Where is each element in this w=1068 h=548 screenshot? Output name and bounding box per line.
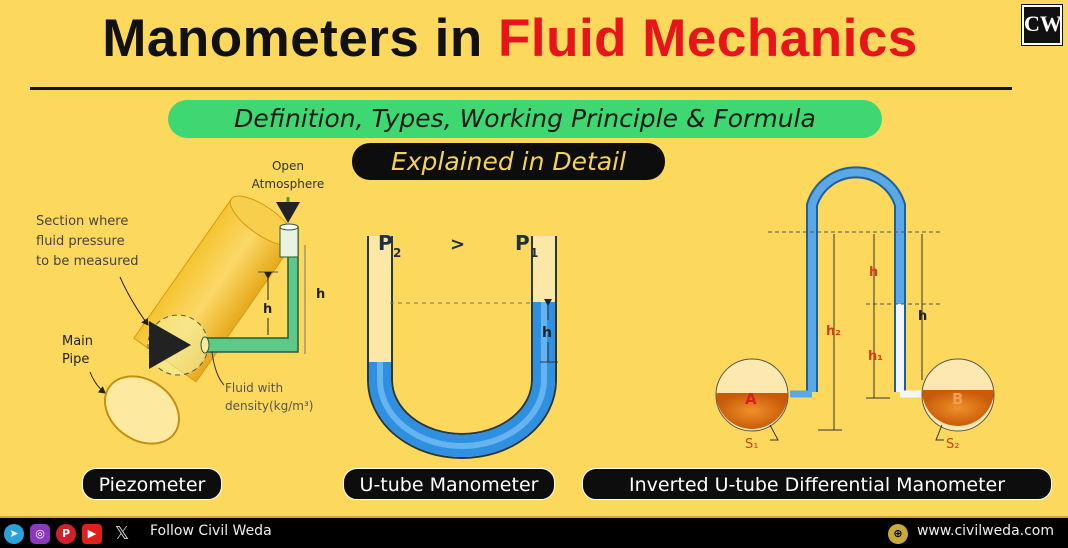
section-label-1: Section where [36,214,128,229]
piezometer-diagram: Open Atmosphere Section where fluid pres… [36,159,325,445]
diagrams: Open Atmosphere Section where fluid pres… [36,159,995,459]
section-label-2: fluid pressure [36,234,125,249]
footer: ➤ ◎ P ▶ 𝕏 Follow Civil Weda ⊕ www.civilw… [0,516,1068,548]
label-inverted-u-tube: Inverted U-tube Differential Manometer [582,468,1052,500]
u-tube-diagram: P 2 > P 1 h [367,231,558,459]
h-label-red: h [869,265,878,280]
greater-than: > [450,234,465,255]
label-u-tube: U-tube Manometer [343,468,555,500]
inverted-u-tube-diagram: A B h₂ h h₁ h S₁ S₂ [715,166,995,452]
p2-label: P [378,231,393,255]
pipe-label: Pipe [62,352,89,367]
h1-label: h₁ [868,349,883,364]
open-label: Open [272,159,304,173]
p1-label: P [515,231,530,255]
civilweda-logo: CW [1021,4,1063,46]
inverted-tube-fluid [808,168,904,392]
height-label-outer: h [316,287,325,302]
title-highlight: Fluid Mechanics [497,9,918,68]
globe-icon: ⊕ [888,524,908,544]
main-label: Main [62,334,93,349]
instagram-icon[interactable]: ◎ [30,524,50,544]
subtitle-banner: Definition, Types, Working Principle & F… [168,100,882,138]
pinterest-icon[interactable]: P [56,524,76,544]
follow-text: Follow Civil Weda [150,523,272,539]
s2-label: S₂ [946,437,959,452]
label-b: B [952,390,963,408]
website-link[interactable]: www.civilweda.com [916,523,1054,539]
section-label-3: to be measured [36,254,139,269]
u-tube-height-label: h [542,325,552,341]
fluid-label-2: density(kg/m³) [225,399,313,413]
subtitle-banner-2: Explained in Detail [352,143,665,180]
h2-label: h₂ [826,324,841,339]
title-part1: Manometers in [102,9,498,68]
h-label-black: h [918,309,927,324]
title-divider [30,87,1012,90]
x-icon[interactable]: 𝕏 [114,523,130,544]
fluid-label-1: Fluid with [225,381,283,395]
label-a: A [745,390,757,408]
atmosphere-label: Atmosphere [252,177,325,191]
height-label-inner: h [263,302,272,317]
youtube-icon[interactable]: ▶ [82,524,102,544]
telegram-icon[interactable]: ➤ [4,524,24,544]
svg-text:1: 1 [530,246,538,260]
s1-label: S₁ [745,437,758,452]
page-title: Manometers in Fluid Mechanics [0,8,1020,69]
label-piezometer: Piezometer [82,468,222,500]
pipe-end [103,375,181,445]
svg-text:2: 2 [393,246,401,260]
